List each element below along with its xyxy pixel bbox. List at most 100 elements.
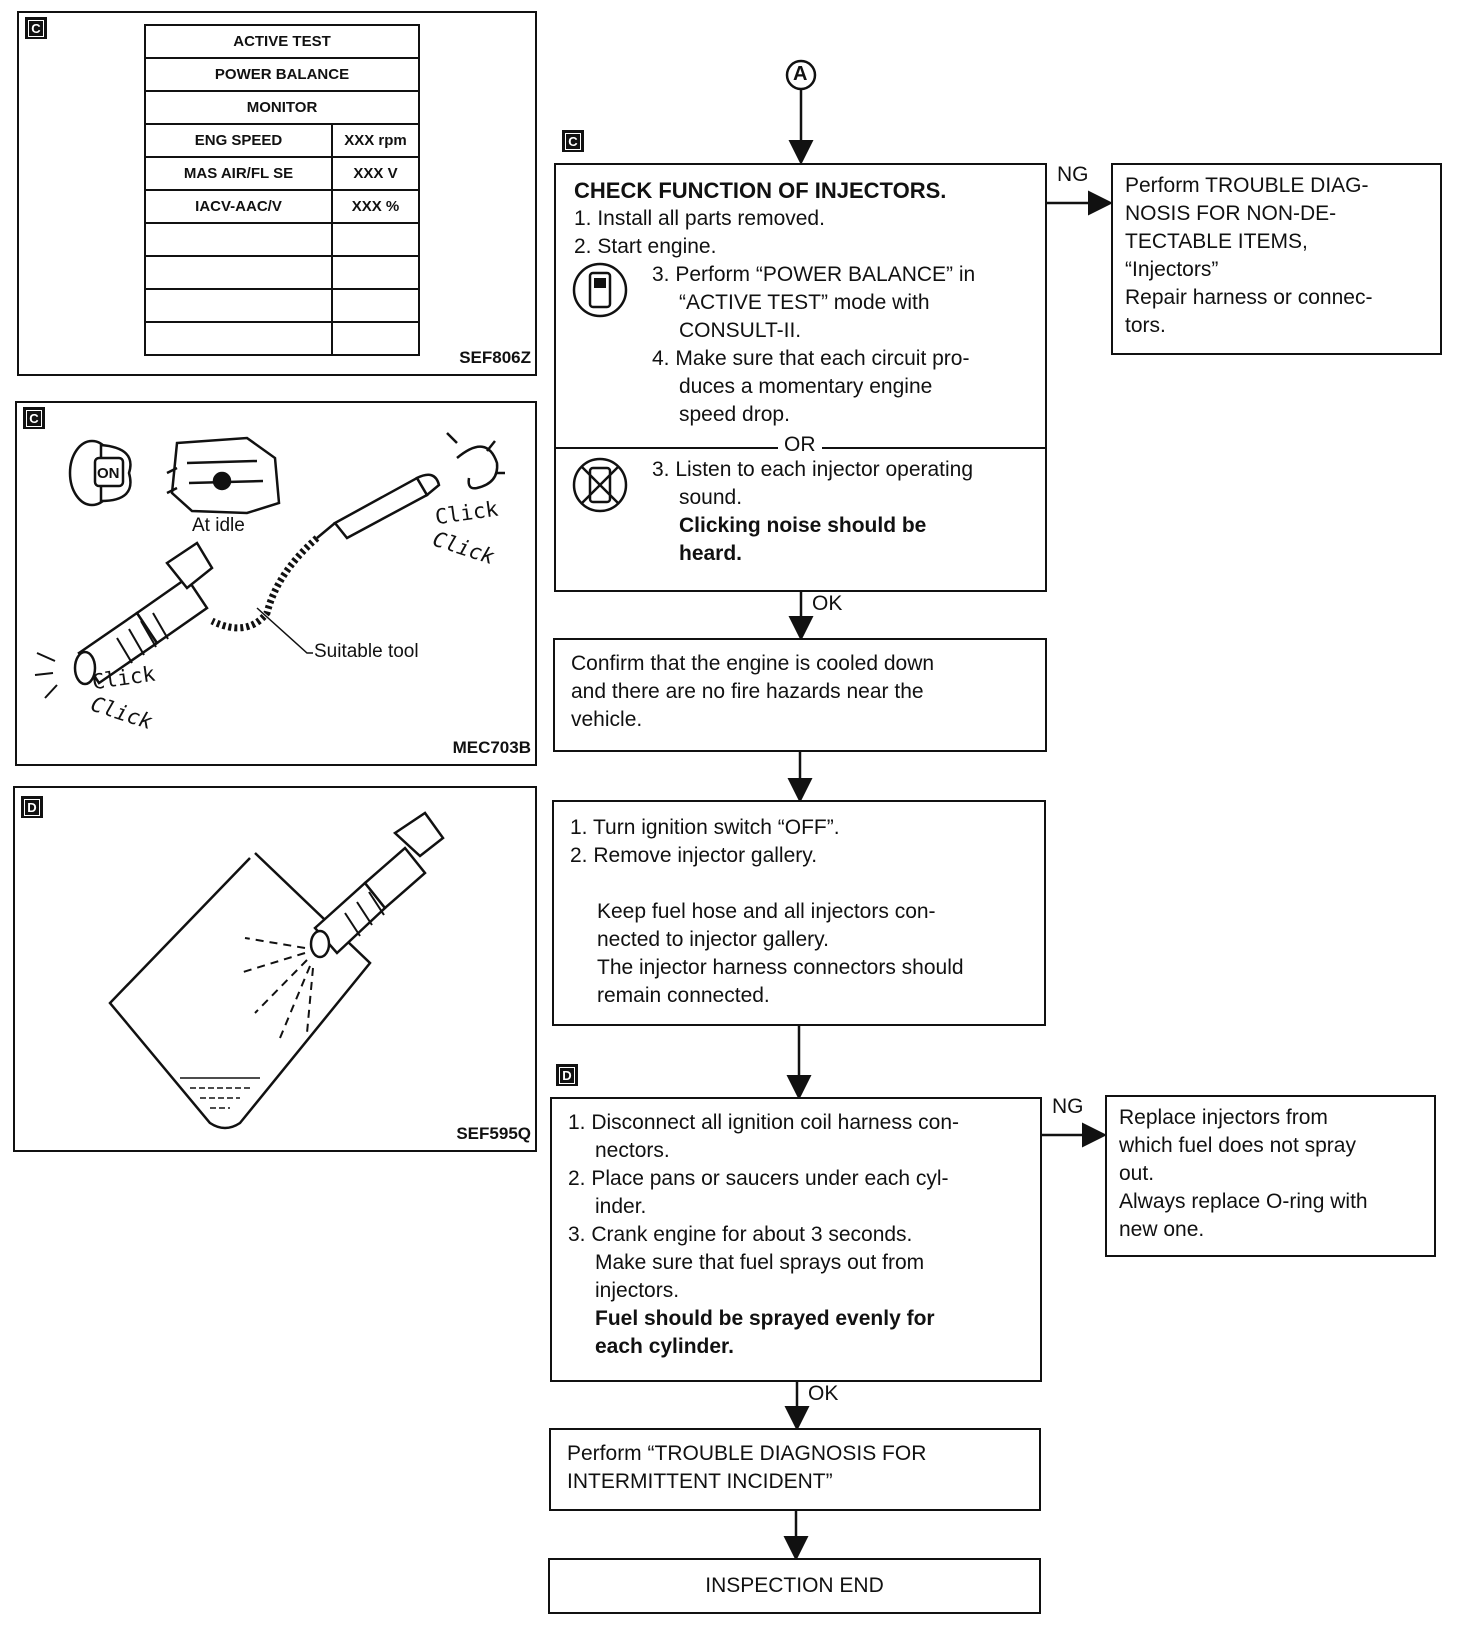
step-spray-test: 1. Disconnect all ignition coil harness … bbox=[550, 1097, 1042, 1382]
step-line: inder. bbox=[595, 1195, 647, 1218]
suitable-tool-label: Suitable tool bbox=[314, 641, 419, 662]
monitor-value: XXX rpm bbox=[331, 123, 420, 158]
or-label: OR bbox=[778, 431, 822, 459]
ng-result-box: Replace injectors from which fuel does n… bbox=[1105, 1095, 1436, 1257]
result-line: Perform TROUBLE DIAG- bbox=[1125, 174, 1369, 197]
monitor-item: MAS AIR/FL SE bbox=[144, 156, 333, 191]
step-line: heard. bbox=[679, 542, 743, 565]
monitor-value: XXX % bbox=[331, 189, 420, 224]
key-on-label: ON bbox=[97, 465, 120, 482]
section-tag-c: C bbox=[25, 17, 47, 39]
step-confirm-cooled: Confirm that the engine is cooled down a… bbox=[553, 638, 1047, 752]
step-line: duces a momentary engine bbox=[679, 375, 933, 398]
ignition-key-icon bbox=[68, 439, 132, 507]
step-note: The injector harness connectors should bbox=[597, 956, 964, 979]
no-consult-icon bbox=[572, 457, 628, 513]
result-line: TECTABLE ITEMS, bbox=[1125, 230, 1308, 253]
monitor-item bbox=[144, 222, 333, 257]
step-line: 1. Disconnect all ignition coil harness … bbox=[568, 1111, 960, 1134]
spray-panel: D SEF595Q bbox=[13, 786, 537, 1152]
step-note: nected to injector gallery. bbox=[597, 928, 829, 951]
step-line: Perform “TROUBLE DIAGNOSIS FOR bbox=[567, 1442, 927, 1465]
step-line: vehicle. bbox=[571, 708, 643, 731]
step-line: Fuel should be sprayed evenly for bbox=[595, 1307, 935, 1330]
figure-code: MEC703B bbox=[452, 738, 531, 757]
step-line: 3. Crank engine for about 3 seconds. bbox=[568, 1223, 913, 1246]
step-line: 2. Remove injector gallery. bbox=[570, 844, 818, 867]
step-line: 1. Install all parts removed. bbox=[574, 207, 825, 230]
step-line: INTERMITTENT INCIDENT” bbox=[567, 1470, 833, 1493]
monitor-value: XXX V bbox=[331, 156, 420, 191]
step-line: “ACTIVE TEST” mode with bbox=[679, 291, 930, 314]
monitor-item bbox=[144, 321, 333, 356]
engine-icon bbox=[166, 436, 281, 515]
monitor-item: IACV-AAC/V bbox=[144, 189, 333, 224]
ear-icon bbox=[446, 432, 505, 490]
step-line: and there are no fire hazards near the bbox=[571, 680, 924, 703]
step-line: sound. bbox=[679, 486, 743, 509]
monitor-value bbox=[331, 222, 420, 257]
step-note: remain connected. bbox=[597, 984, 770, 1007]
result-line: new one. bbox=[1119, 1218, 1205, 1241]
step-line: CONSULT-II. bbox=[679, 319, 802, 342]
stethoscope-tool-icon bbox=[316, 473, 441, 540]
monitor-value bbox=[331, 255, 420, 290]
fuel-spray bbox=[239, 937, 314, 1039]
section-tag-c: C bbox=[562, 130, 584, 152]
monitor-item: ENG SPEED bbox=[144, 123, 333, 158]
listen-illustration bbox=[34, 432, 505, 699]
result-line: Repair harness or connec- bbox=[1125, 286, 1373, 309]
inspection-end-box: INSPECTION END bbox=[548, 1558, 1041, 1614]
step-title: CHECK FUNCTION OF INJECTORS. bbox=[574, 178, 947, 203]
step-line: speed drop. bbox=[679, 403, 790, 426]
section-tag-c: C bbox=[23, 407, 45, 429]
monitor-value bbox=[331, 288, 420, 323]
consult-icon bbox=[572, 262, 628, 318]
step-note: Keep fuel hose and all injectors con- bbox=[597, 900, 936, 923]
monitor-item bbox=[144, 255, 333, 290]
connector-a-label: A bbox=[793, 63, 808, 85]
step-intermittent-incident: Perform “TROUBLE DIAGNOSIS FOR INTERMITT… bbox=[549, 1428, 1041, 1511]
result-line: which fuel does not spray bbox=[1119, 1134, 1356, 1157]
result-line: Always replace O-ring with bbox=[1119, 1190, 1368, 1213]
step-line: 3. Perform “POWER BALANCE” in bbox=[652, 263, 976, 286]
step-line: 2. Place pans or saucers under each cyl- bbox=[568, 1167, 949, 1190]
step-line: 1. Turn ignition switch “OFF”. bbox=[570, 816, 840, 839]
listen-panel: C bbox=[15, 401, 537, 766]
monitor-value bbox=[331, 321, 420, 356]
step-line: Confirm that the engine is cooled down bbox=[571, 652, 935, 675]
spray-illustration bbox=[108, 811, 445, 1130]
table-header: ACTIVE TEST bbox=[144, 24, 420, 59]
section-tag-d: D bbox=[556, 1064, 578, 1086]
step-line: 4. Make sure that each circuit pro- bbox=[652, 347, 970, 370]
figure-code: SEF595Q bbox=[456, 1124, 531, 1143]
ng-label: NG bbox=[1057, 163, 1089, 186]
step-line: each cylinder. bbox=[595, 1335, 734, 1358]
at-idle-label: At idle bbox=[192, 515, 245, 536]
ng-result-box: Perform TROUBLE DIAG- NOSIS FOR NON-DE- … bbox=[1111, 163, 1442, 355]
tool-cable bbox=[210, 535, 320, 632]
ok-label: OK bbox=[812, 592, 843, 615]
table-header: POWER BALANCE bbox=[144, 57, 420, 92]
step-line: injectors. bbox=[595, 1279, 680, 1302]
step-remove-gallery: 1. Turn ignition switch “OFF”. 2. Remove… bbox=[552, 800, 1046, 1026]
step-line: Clicking noise should be bbox=[679, 514, 927, 537]
monitor-item bbox=[144, 288, 333, 323]
injector-icon bbox=[309, 811, 445, 959]
step-line: nectors. bbox=[595, 1139, 670, 1162]
figure-code: SEF806Z bbox=[459, 348, 531, 367]
consult-monitor-table: ACTIVE TEST POWER BALANCE MONITOR ENG SP… bbox=[144, 24, 420, 356]
step-line: 3. Listen to each injector operating bbox=[652, 458, 974, 481]
step-check-injectors: CHECK FUNCTION OF INJECTORS. 1. Install … bbox=[554, 163, 1047, 592]
inspection-end-label: INSPECTION END bbox=[705, 1574, 884, 1597]
step-line: Make sure that fuel sprays out from bbox=[595, 1251, 925, 1274]
ng-label: NG bbox=[1052, 1095, 1084, 1118]
section-tag-d: D bbox=[21, 796, 43, 818]
result-line: NOSIS FOR NON-DE- bbox=[1125, 202, 1337, 225]
table-header: MONITOR bbox=[144, 90, 420, 125]
result-line: tors. bbox=[1125, 314, 1166, 337]
result-line: out. bbox=[1119, 1162, 1155, 1185]
result-line: Replace injectors from bbox=[1119, 1106, 1328, 1129]
injector-icon bbox=[73, 541, 214, 686]
